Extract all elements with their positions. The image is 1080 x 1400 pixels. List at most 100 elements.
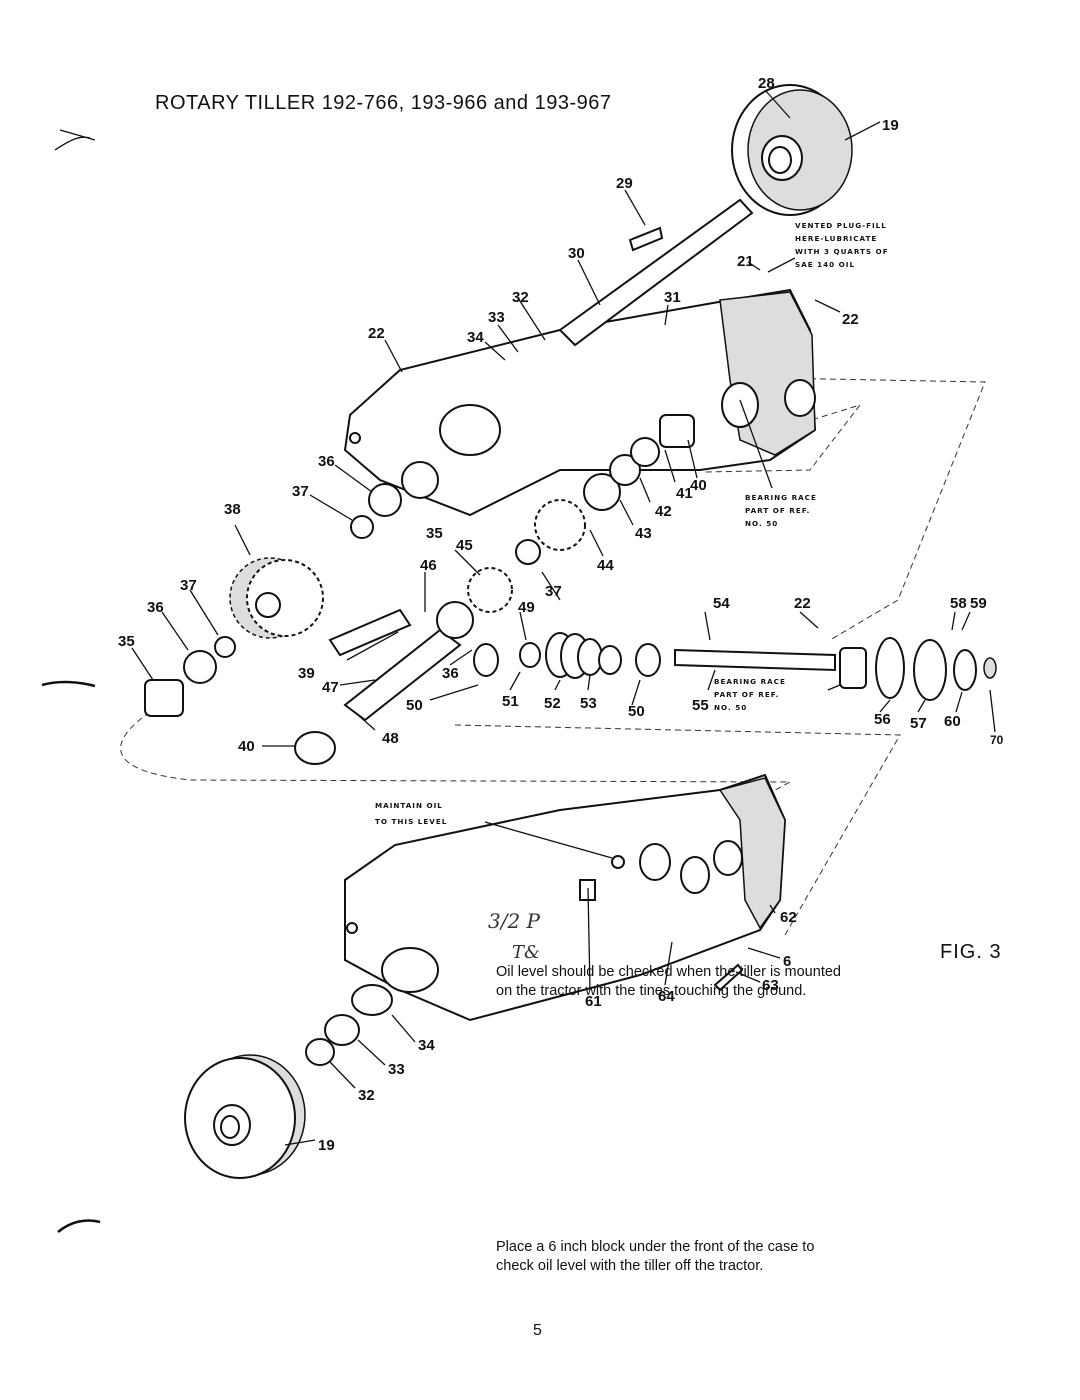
part-label: 28 bbox=[758, 75, 775, 92]
bearing bbox=[294, 731, 336, 765]
bearing bbox=[351, 984, 393, 1016]
sprocket-gear bbox=[229, 557, 324, 639]
snap-ring bbox=[515, 539, 541, 565]
part-label: 22 bbox=[842, 311, 859, 328]
part-label: 37 bbox=[545, 583, 562, 600]
svg-text:VENTED PLUG-FILL: VENTED PLUG-FILL bbox=[795, 221, 887, 230]
chain bbox=[328, 608, 412, 657]
washer bbox=[519, 642, 541, 668]
part-label: 22 bbox=[794, 595, 811, 612]
part-label: 37 bbox=[180, 577, 197, 594]
note-bearing-race: BEARING RACE PART OF REF. NO. 50 bbox=[714, 677, 785, 712]
svg-text:PART OF REF.: PART OF REF. bbox=[714, 690, 779, 699]
bearing-cone bbox=[473, 643, 499, 677]
part-label: 42 bbox=[655, 503, 672, 520]
part-label: 64 bbox=[658, 988, 675, 1005]
lower-gearcase bbox=[344, 773, 787, 1022]
worm-gear bbox=[545, 632, 603, 679]
part-label: 33 bbox=[388, 1061, 405, 1078]
part-label: 46 bbox=[420, 557, 437, 574]
page-title: ROTARY TILLER 192-766, 193-966 and 193-9… bbox=[155, 92, 612, 114]
bearing bbox=[659, 414, 695, 448]
assembly-path bbox=[769, 377, 986, 641]
part-number-labels: 28 19 29 30 21 22 32 31 33 34 22 36 37 3… bbox=[118, 75, 1004, 1154]
spacer bbox=[598, 645, 622, 675]
part-label: 36 bbox=[318, 453, 335, 470]
part-label: 50 bbox=[406, 697, 423, 714]
assembly-path bbox=[454, 724, 901, 936]
part-label: 44 bbox=[597, 557, 614, 574]
instruction-paragraph: Place a 6 inch block under the front of … bbox=[496, 1239, 815, 1274]
bearing-cone bbox=[635, 643, 661, 677]
worm-shaft bbox=[674, 648, 836, 672]
bearing bbox=[839, 647, 867, 689]
svg-text:MAINTAIN OIL: MAINTAIN OIL bbox=[375, 801, 443, 810]
gear bbox=[467, 567, 513, 613]
svg-text:SAE 140 OIL: SAE 140 OIL bbox=[795, 260, 855, 269]
part-label: 22 bbox=[368, 325, 385, 342]
snap-ring bbox=[214, 636, 236, 658]
part-label: 32 bbox=[358, 1087, 375, 1104]
part-label: 50 bbox=[628, 703, 645, 720]
bearing bbox=[583, 473, 621, 511]
part-label: 21 bbox=[737, 253, 754, 270]
part-label: 59 bbox=[970, 595, 987, 612]
oil-level-plug bbox=[611, 855, 625, 869]
bearing bbox=[144, 679, 184, 717]
part-label: 63 bbox=[762, 977, 779, 994]
part-label: 60 bbox=[944, 713, 961, 730]
upper-gearcase bbox=[343, 288, 817, 517]
key bbox=[628, 226, 664, 252]
ring bbox=[630, 437, 660, 467]
part-label: 33 bbox=[488, 309, 505, 326]
part-label: 41 bbox=[676, 485, 693, 502]
retainer bbox=[913, 639, 947, 701]
note-bearing-race: BEARING RACE PART OF REF. NO. 50 bbox=[745, 493, 817, 528]
part-label: 45 bbox=[456, 537, 473, 554]
part-label: 34 bbox=[418, 1037, 435, 1054]
part-label: 55 bbox=[692, 697, 709, 714]
instruction-paragraph: Oil level should be checked when the til… bbox=[496, 964, 841, 999]
part-label: 49 bbox=[518, 599, 535, 616]
svg-text:PART OF REF.: PART OF REF. bbox=[745, 506, 810, 515]
note-maintain-oil: MAINTAIN OIL TO THIS LEVEL bbox=[375, 801, 446, 826]
part-label: 51 bbox=[502, 693, 519, 710]
bearing bbox=[324, 1014, 360, 1046]
margin-mark bbox=[41, 680, 96, 688]
page-number: 5 bbox=[533, 1322, 542, 1339]
wheel-hub-lower bbox=[184, 1054, 306, 1179]
bearing bbox=[609, 454, 641, 486]
handwritten-note: T& bbox=[512, 942, 540, 963]
svg-text:HERE-LUBRICATE: HERE-LUBRICATE bbox=[795, 234, 877, 243]
ring bbox=[436, 601, 474, 639]
seal bbox=[305, 1038, 335, 1066]
ring bbox=[368, 483, 402, 517]
part-label: 58 bbox=[950, 595, 967, 612]
gasket bbox=[875, 637, 905, 699]
part-label: 40 bbox=[690, 477, 707, 494]
svg-text:NO. 50: NO. 50 bbox=[745, 519, 778, 528]
part-label: 19 bbox=[882, 117, 899, 134]
part-label: 31 bbox=[664, 289, 681, 306]
part-label: 70 bbox=[990, 733, 1004, 747]
svg-text:BEARING RACE: BEARING RACE bbox=[745, 493, 817, 502]
margin-mark bbox=[54, 129, 96, 151]
part-label: 37 bbox=[292, 483, 309, 500]
part-label: 54 bbox=[713, 595, 730, 612]
part-label: 35 bbox=[118, 633, 135, 650]
wheel-hub-upper bbox=[731, 84, 853, 216]
part-label: 57 bbox=[910, 715, 927, 732]
gear bbox=[534, 499, 586, 551]
assembly-path bbox=[649, 404, 862, 473]
part-label: 30 bbox=[568, 245, 585, 262]
part-label: 19 bbox=[318, 1137, 335, 1154]
part-label: 62 bbox=[780, 909, 797, 926]
bolt bbox=[713, 963, 744, 992]
part-label: 39 bbox=[298, 665, 315, 682]
part-label: 38 bbox=[224, 501, 241, 518]
part-label: 6 bbox=[783, 953, 791, 970]
svg-text:WITH 3 QUARTS OF: WITH 3 QUARTS OF bbox=[795, 247, 889, 256]
part-label: 52 bbox=[544, 695, 561, 712]
part-label: 36 bbox=[147, 599, 164, 616]
